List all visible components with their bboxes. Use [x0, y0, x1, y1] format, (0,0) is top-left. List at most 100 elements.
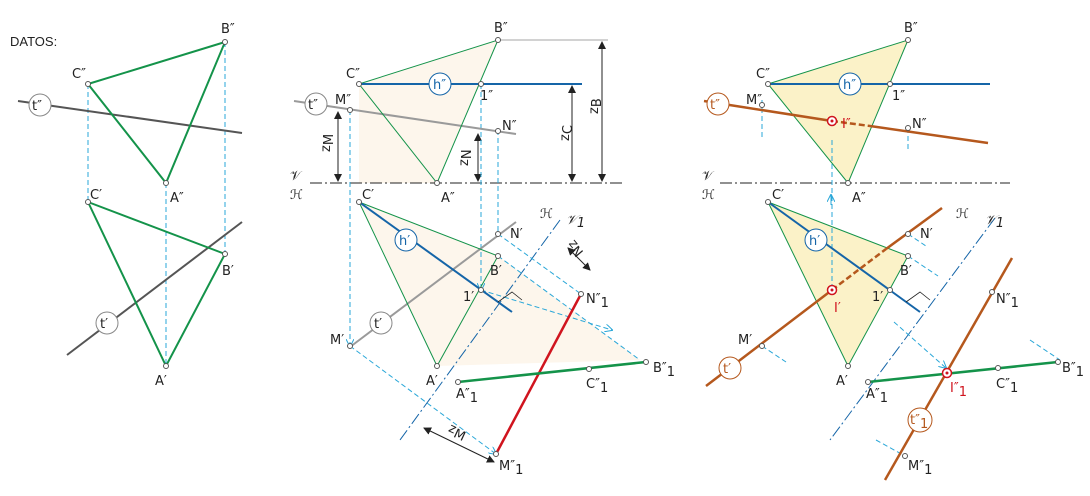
triangle-elevation	[86, 40, 227, 185]
label-a2: A″	[852, 191, 866, 206]
label-t1-new: t″1	[910, 413, 928, 432]
label-c2: C″	[756, 67, 770, 82]
transfer-b	[497, 255, 641, 361]
label-circle-t1-new	[907, 407, 933, 433]
label-c1: C′	[772, 188, 784, 203]
point-n2	[495, 128, 501, 134]
point-m2	[347, 107, 353, 113]
label-1-2: 1″	[480, 89, 493, 104]
label-circle-h2	[428, 72, 452, 96]
label-c2: C″	[72, 67, 86, 82]
label-m1-new: M″1	[499, 459, 523, 478]
label-a1-new: A″1	[866, 387, 888, 406]
point-b1	[222, 251, 228, 257]
label-1-2: 1″	[892, 89, 905, 104]
dim-zn-new	[567, 247, 591, 271]
label-h-new: ℋ	[540, 207, 553, 222]
panel-title: DATOS:	[10, 34, 57, 49]
point-b1	[495, 253, 501, 259]
label-n1: N′	[510, 227, 523, 242]
label-v1-new: 𝒱1	[566, 213, 585, 231]
point-b2	[495, 37, 501, 43]
label-a1: A′	[155, 374, 167, 389]
label-circle-t1	[95, 311, 119, 335]
triangle-elevation	[767, 39, 909, 184]
line-t-elevation-right	[869, 124, 989, 145]
label-a1: A′	[426, 374, 438, 389]
label-n2: N″	[912, 117, 927, 132]
transfer-b-new	[1029, 339, 1061, 361]
line-t-elevation	[17, 100, 243, 134]
point-a1-new	[455, 379, 461, 385]
point-b2	[905, 37, 911, 43]
label-b1: B′	[490, 264, 502, 279]
transfer-b	[907, 255, 939, 277]
point-c1	[356, 199, 362, 205]
label-h: ℋ	[290, 188, 303, 203]
transfer-n	[907, 233, 927, 247]
perpendicular-mark	[497, 291, 523, 303]
line-h-plan	[767, 201, 921, 313]
perpendicular-mark	[905, 291, 931, 303]
point-n2	[905, 125, 911, 131]
point-c2	[356, 81, 362, 87]
label-m1-new: M″1	[908, 459, 932, 478]
label-h: ℋ	[702, 188, 715, 203]
line-t-plan-hidden	[831, 248, 887, 291]
transfer-m	[349, 345, 496, 454]
label-n1-new: N″1	[996, 292, 1019, 311]
label-v1-new: 𝒱1	[985, 213, 1004, 231]
label-c1: C′	[90, 188, 102, 203]
point-a1-new	[865, 379, 871, 385]
point-b1-new	[1055, 359, 1061, 365]
label-a2: A″	[170, 191, 184, 206]
point-c2	[765, 81, 771, 87]
point-n1	[495, 231, 501, 237]
point-n1	[905, 231, 911, 237]
point-i2-dot	[830, 119, 834, 123]
point-c1	[765, 199, 771, 205]
point-1-1	[478, 287, 484, 293]
label-t1: t′	[100, 317, 108, 332]
label-h-new: ℋ	[956, 207, 969, 222]
label-m2: M″	[335, 93, 351, 108]
point-b2	[222, 39, 228, 45]
label-a1: A′	[836, 374, 848, 389]
point-c2	[85, 81, 91, 87]
point-a2	[845, 180, 851, 186]
point-i1-dot	[830, 288, 834, 292]
new-ground-line	[829, 217, 996, 441]
point-1-1	[887, 287, 893, 293]
point-c1-new	[995, 365, 1001, 371]
label-a1-new: A″1	[456, 387, 478, 406]
line-h-plan	[358, 201, 513, 313]
point-m1	[347, 343, 353, 349]
label-circle-t2	[304, 92, 328, 116]
fill-elevation	[359, 40, 498, 183]
transfer-n	[497, 233, 582, 295]
label-circle-h1	[804, 228, 828, 252]
label-b1-new: B″1	[1062, 361, 1084, 380]
label-b2: B″	[904, 21, 918, 36]
label-a2: A″	[441, 191, 455, 206]
point-c1-new	[586, 366, 592, 372]
label-t2: t″	[308, 98, 318, 113]
label-b1: B′	[900, 264, 912, 279]
label-b1-new: B″1	[653, 361, 675, 380]
label-i2: I″	[842, 117, 851, 132]
label-b2: B″	[494, 21, 508, 36]
label-zm-new: zM	[445, 421, 469, 445]
point-a2	[163, 180, 169, 186]
label-n1: N′	[920, 227, 933, 242]
point-b1-new	[643, 359, 649, 365]
line-t-elevation	[293, 100, 517, 135]
label-circle-t1	[718, 356, 742, 380]
point-n1-new	[989, 289, 995, 295]
point-a1	[163, 363, 169, 369]
line-t-plan-upper	[885, 206, 943, 251]
label-c1-new: C″1	[996, 377, 1018, 396]
point-m1-new	[902, 453, 908, 459]
label-t2: t″	[710, 98, 720, 113]
point-m1-new	[493, 451, 499, 457]
